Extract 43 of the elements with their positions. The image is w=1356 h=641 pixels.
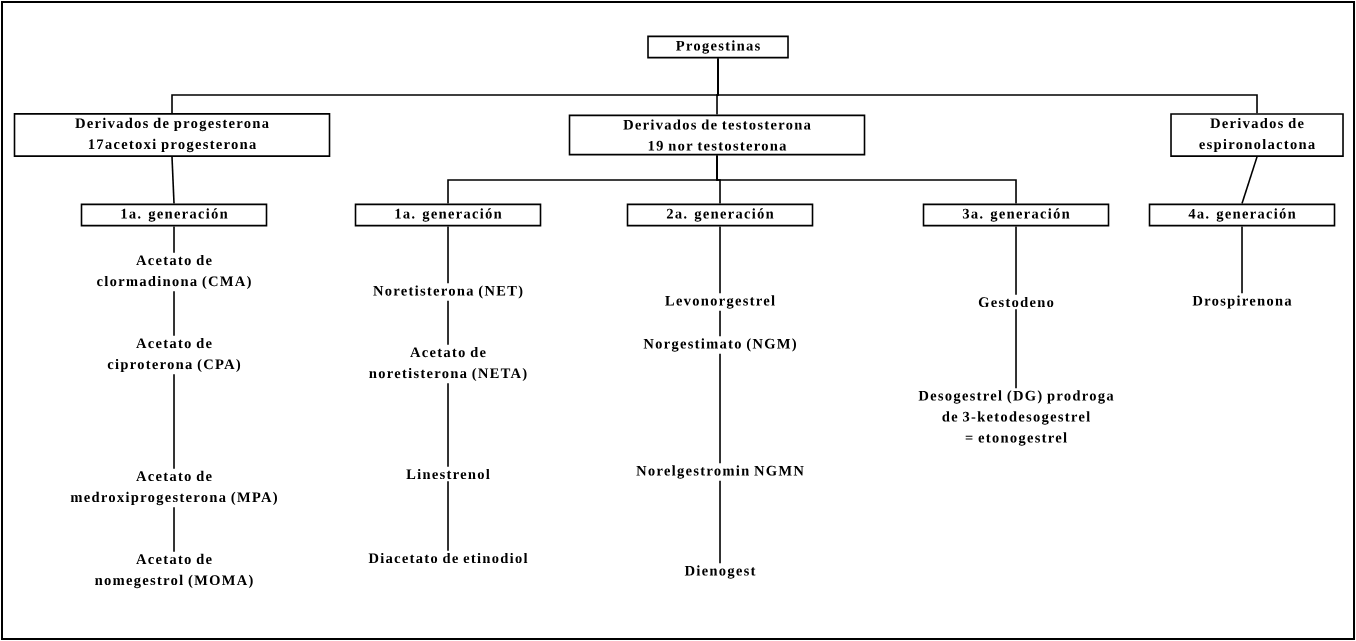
category-box: Derivados de espironolactona [1170, 113, 1344, 157]
connector-line [173, 290, 175, 337]
category-box: 2a. generación [626, 203, 814, 227]
connector-line [1015, 225, 1017, 296]
drug-name: Acetato de nomegestrol (MOMA) [95, 553, 253, 589]
drug-name: Acetato de noretisterona (NETA) [369, 346, 527, 382]
connector-line [719, 225, 721, 294]
drug-name: Gestodeno [978, 296, 1054, 308]
category-box: Derivados de progesterona 17acetoxi progesterona [13, 113, 331, 157]
drug-name: Noretisterona (NET) [373, 285, 523, 299]
connector-line [173, 506, 175, 553]
connector-line [447, 299, 449, 346]
drug-name: Diacetato de etinodiol [368, 552, 528, 564]
connector-line [1241, 225, 1243, 295]
drug-name: Norelgestromin NGMN [636, 465, 804, 479]
category-box: 1a. generación [354, 203, 542, 227]
drug-name: Acetato de clormadinona (CMA) [97, 254, 251, 290]
drug-name: Dienogest [684, 565, 756, 579]
connector-line [1241, 156, 1258, 205]
category-box: 1a. generación [80, 203, 268, 227]
connector-line [719, 353, 721, 464]
drug-name: Acetato de medroxiprogesterona (MPA) [70, 470, 277, 506]
connector-line [1015, 308, 1017, 389]
drug-name: Desogestrel (DG) prodroga de 3-ketodesogestrel = etonogestrel [918, 390, 1114, 446]
category-box: Progestinas [647, 35, 789, 59]
drug-name: Levonorgestrel [665, 295, 775, 309]
category-box: Derivados de testosterona 19 nor testosterona [568, 114, 866, 156]
connector-line [716, 154, 1017, 205]
connector-line [173, 225, 175, 254]
drug-name: Norgestimato (NGM) [643, 338, 796, 352]
connector-line [719, 310, 721, 337]
category-box: 3a. generación [922, 203, 1110, 227]
connector-line [719, 480, 721, 564]
drug-name: Drospirenona [1192, 295, 1292, 309]
connector-line [173, 373, 175, 470]
connector-line [717, 57, 1258, 114]
connector-line [171, 156, 175, 205]
category-box: 4a. generación [1148, 203, 1336, 227]
connector-line [447, 225, 449, 285]
drug-name: Acetato de ciproterona (CPA) [107, 337, 241, 373]
connector-line [447, 480, 449, 552]
drug-name: Linestrenol [406, 468, 490, 480]
connector-line [447, 382, 449, 468]
